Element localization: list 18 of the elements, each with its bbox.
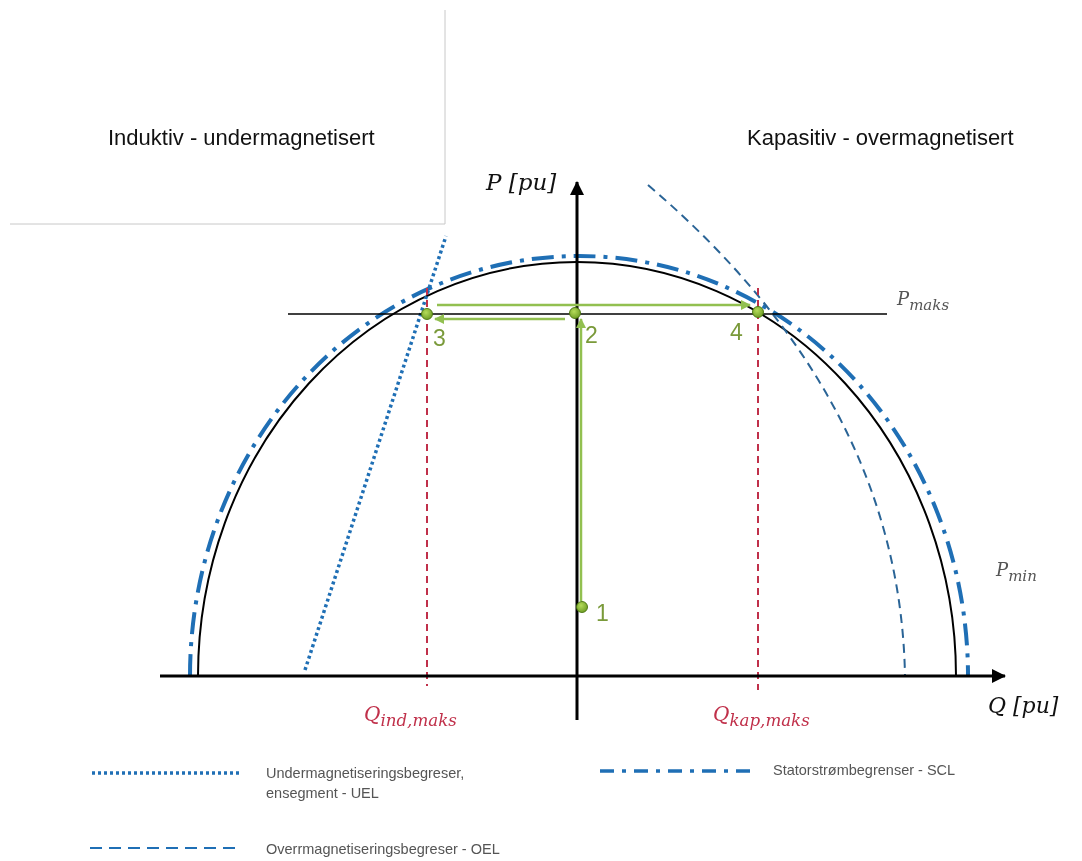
limit-label: Q$_{kap,maks}$ [713,703,810,731]
arrow [434,314,565,324]
point-number: 3 [433,326,446,352]
point-number: 4 [730,320,743,346]
axis-label: Q [pu] [988,694,1059,719]
legend-text: Statorstrømbegrenser - SCL [773,761,957,780]
limit-label: P$_{min}$ [996,560,1037,585]
region-title: Kapasitiv - overmagnetisert [747,126,1014,151]
axis-label: P [pu] [486,170,557,196]
limit-label: P$_{maks}$ [897,289,950,314]
limit-label: Q$_{ind,maks}$ [364,703,457,731]
legend-text: Undermagnetiseringsbegreser, ensegment - UEL [266,764,466,803]
point-number: 1 [596,601,609,627]
legend-text: Overrmagnetiseringsbegreser - OEL [266,840,501,859]
arrow [576,318,586,601]
region-title: Induktiv - undermagnetisert [108,126,375,151]
point-number: 2 [585,323,598,349]
arrow [437,300,751,310]
